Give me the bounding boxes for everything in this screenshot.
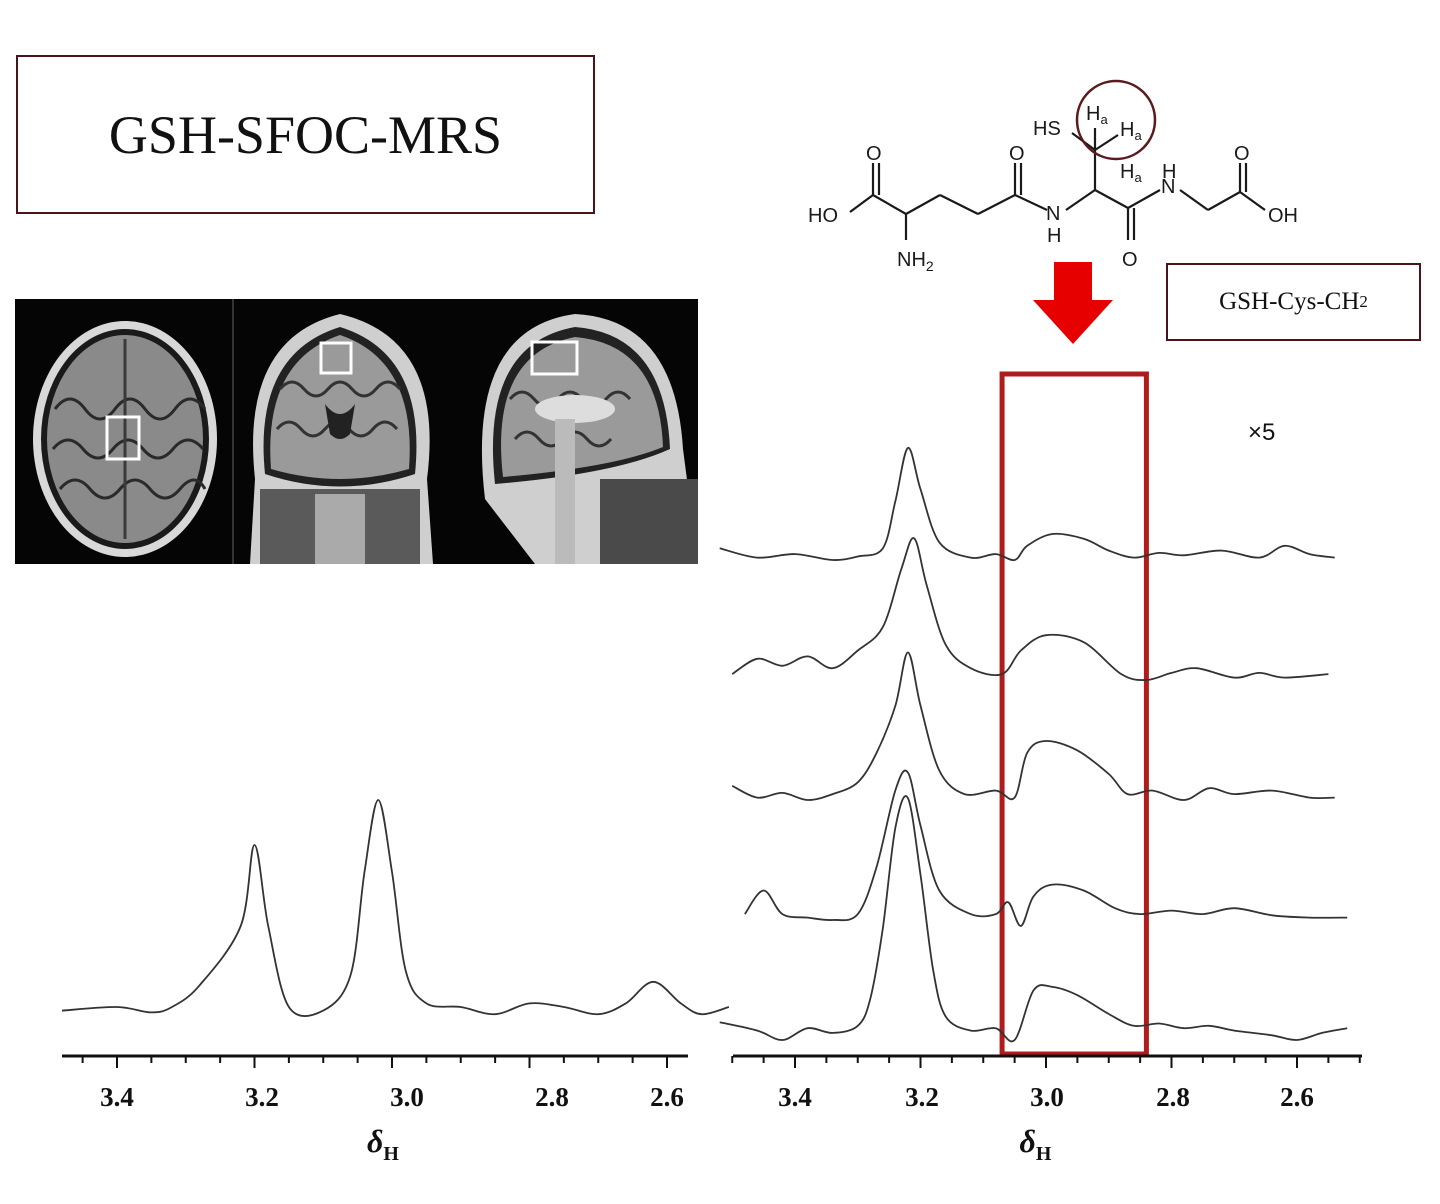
- bond: [977, 194, 1016, 215]
- mri-images: [33, 299, 698, 564]
- x-axis-label-main: δ: [1020, 1123, 1036, 1159]
- atom-n2: N: [1161, 176, 1175, 198]
- x-axis-label-sub: H: [383, 1143, 399, 1165]
- mri-panel: [15, 299, 698, 564]
- x-tick-label: 2.6: [1280, 1082, 1314, 1112]
- bond: [905, 194, 941, 215]
- ha-highlight-circle: [1075, 79, 1157, 161]
- spectrum-line: [61, 799, 730, 1018]
- bond: [1094, 134, 1119, 151]
- atom-hs: HS: [1033, 118, 1061, 140]
- spectrum-line: [719, 795, 1348, 1043]
- x-tick-label: 2.8: [535, 1082, 569, 1112]
- title-box: GSH-SFOC-MRS: [16, 55, 595, 214]
- atom-ho: HO: [808, 205, 838, 227]
- bond: [1127, 189, 1161, 209]
- bond: [939, 194, 979, 215]
- atom-nh2: NH2: [897, 249, 934, 274]
- spectrum-line: [731, 537, 1329, 681]
- page-title: GSH-SFOC-MRS: [108, 104, 503, 165]
- left-spectrum-chart: 3.4 3.2 3.0 2.8 2.6 δH: [61, 799, 730, 1165]
- x-axis-label: δH: [367, 1123, 399, 1165]
- peak-label-sub: 2: [1359, 292, 1368, 311]
- x-tick-label: 2.6: [650, 1082, 684, 1112]
- bond: [1207, 191, 1241, 211]
- x-tick-label: 3.0: [390, 1082, 424, 1112]
- x-tick-label: 3.2: [245, 1082, 279, 1112]
- atom-o4: O: [1234, 143, 1250, 165]
- x-tick-label: 3.4: [778, 1082, 812, 1112]
- right-spectrum-chart: 3.4 3.2 3.0 2.8 2.6 δH: [719, 371, 1362, 1165]
- sagittal-mri: [481, 314, 698, 564]
- gsh-molecule: [849, 128, 1266, 240]
- atom-oh: OH: [1268, 205, 1298, 227]
- spectrum-line: [744, 769, 1348, 927]
- atom-n1: N: [1046, 203, 1060, 225]
- bond: [872, 194, 907, 215]
- bond: [1094, 189, 1129, 209]
- atom-ha3: Ha: [1120, 161, 1142, 185]
- coronal-mri: [250, 314, 433, 564]
- spectrum-line: [731, 651, 1335, 801]
- x-tick-label: 3.4: [100, 1082, 134, 1112]
- atom-ha2: Ha: [1120, 119, 1142, 143]
- peak-label-main: GSH-Cys-CH: [1219, 288, 1360, 315]
- atom-o2: O: [1009, 143, 1025, 165]
- atom-o3: O: [1122, 249, 1138, 271]
- x-axis-label: δH: [1020, 1123, 1052, 1165]
- red-down-arrow: [1033, 262, 1113, 344]
- bond: [849, 194, 874, 213]
- x-tick-label: 2.8: [1156, 1082, 1190, 1112]
- x-axis-label-sub: H: [1036, 1143, 1052, 1165]
- atom-h2: H: [1162, 161, 1176, 183]
- bond: [1014, 194, 1048, 211]
- molecule-labels: HO O NH2 O N H HS Ha Ha Ha O N H O OH: [808, 103, 1298, 274]
- highlight-region: [999, 371, 1149, 1057]
- bond: [1179, 189, 1209, 211]
- bond: [1239, 191, 1266, 211]
- bond: [1065, 189, 1096, 211]
- axial-mri: [33, 321, 217, 557]
- x-tick-label: 3.2: [905, 1082, 939, 1112]
- atom-ha1: Ha: [1086, 103, 1108, 127]
- spectrum-line: [719, 446, 1335, 562]
- atom-o1: O: [866, 143, 882, 165]
- atom-h1: H: [1047, 225, 1061, 247]
- scale-label: ×5: [1248, 419, 1275, 446]
- x-axis-label-main: δ: [367, 1123, 383, 1159]
- x-tick-label: 3.0: [1030, 1082, 1064, 1112]
